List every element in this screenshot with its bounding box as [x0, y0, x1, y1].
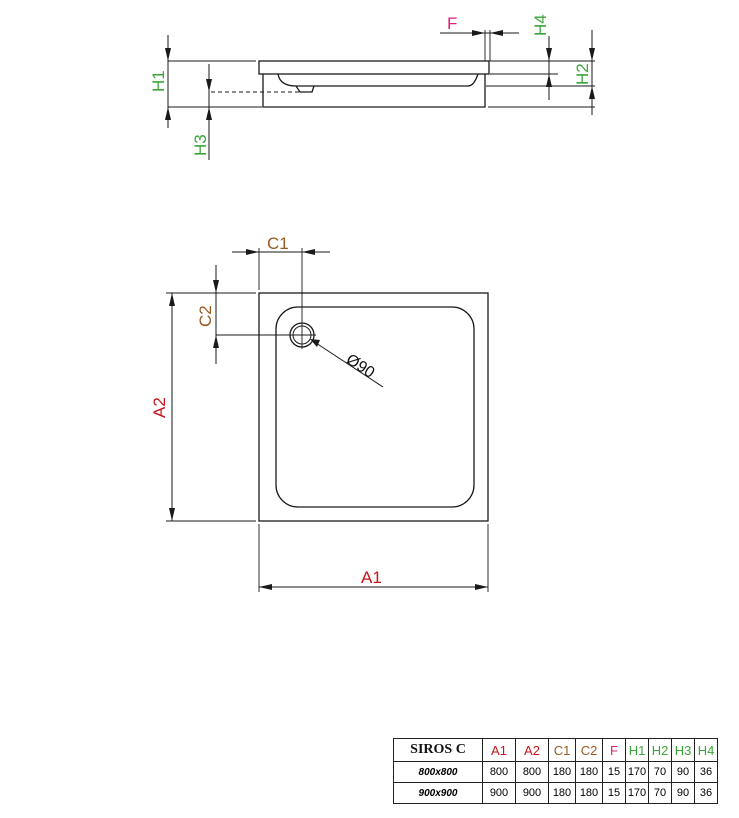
tray-outline: [258, 292, 489, 522]
table-header-cell: F: [602, 738, 626, 762]
label-a1: A1: [361, 568, 382, 587]
table-header-cell: H3: [671, 738, 695, 762]
spec-table: SIROS C A1 A2 C1 C2 F H1 H2 H3 H4 800x80…: [393, 738, 718, 804]
label-a2: A2: [150, 397, 169, 418]
label-drain-diameter: Ø90: [343, 351, 378, 382]
top-view: [166, 248, 489, 592]
table-cell: 800: [482, 761, 516, 783]
label-h1: H1: [149, 70, 168, 92]
table-header-cell: A1: [482, 738, 516, 762]
label-c1: C1: [267, 234, 289, 253]
table-cell: 90: [671, 761, 695, 783]
table-cell: 900: [515, 782, 549, 804]
table-cell: 170: [625, 761, 649, 783]
label-c2: C2: [196, 305, 215, 327]
table-header-row: SIROS C A1 A2 C1 C2 F H1 H2 H3 H4: [393, 738, 718, 762]
table-model-header: SIROS C: [393, 738, 483, 762]
tray-basin: [275, 306, 475, 508]
table-cell: 170: [625, 782, 649, 804]
table-cell: 180: [548, 782, 576, 804]
table-row: 800x800 800 800 180 180 15 170 70 90 36: [393, 761, 718, 783]
tray-body: [262, 74, 486, 108]
table-header-cell: A2: [515, 738, 549, 762]
table-header-cell: C1: [548, 738, 576, 762]
table-header-cell: C2: [575, 738, 603, 762]
table-cell: 900: [482, 782, 516, 804]
table-cell: 180: [575, 782, 603, 804]
table-row: 900x900 900 900 180 180 15 170 70 90 36: [393, 782, 718, 804]
table-cell: 70: [648, 761, 672, 783]
table-cell: 90: [671, 782, 695, 804]
table-cell: 180: [548, 761, 576, 783]
table-cell: 70: [648, 782, 672, 804]
label-f: F: [447, 14, 457, 33]
table-model-cell: 800x800: [393, 761, 483, 783]
table-cell: 36: [694, 761, 718, 783]
table-header-cell: H1: [625, 738, 649, 762]
label-h3: H3: [191, 134, 210, 156]
table-cell: 180: [575, 761, 603, 783]
table-cell: 15: [602, 782, 626, 804]
label-h4: H4: [531, 14, 550, 36]
table-header-cell: H2: [648, 738, 672, 762]
drain-outlet: [295, 85, 315, 93]
table-model-cell: 900x900: [393, 782, 483, 804]
table-cell: 15: [602, 761, 626, 783]
side-view: [165, 30, 595, 160]
table-cell: 36: [694, 782, 718, 804]
table-cell: 800: [515, 761, 549, 783]
label-h2: H2: [573, 63, 592, 85]
table-header-cell: H4: [694, 738, 718, 762]
tray-rim: [258, 60, 490, 75]
tray-inner-floor: [277, 73, 479, 87]
